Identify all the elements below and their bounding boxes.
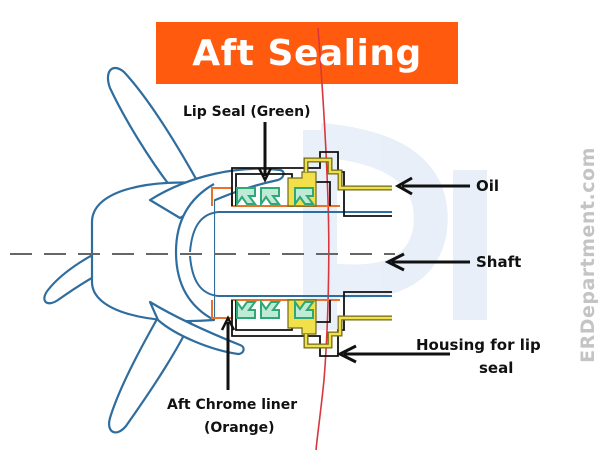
propeller-blade-right-bottom xyxy=(148,300,245,356)
seal-housing xyxy=(231,151,392,357)
page-title: Aft Sealing xyxy=(192,32,422,74)
arrow-shaft-head xyxy=(384,252,405,272)
label-oil: Oil xyxy=(476,177,500,195)
pointer-arrows xyxy=(220,122,470,390)
arrow-liner-head xyxy=(220,315,236,331)
lip-seals xyxy=(236,187,315,319)
seal-housing-top xyxy=(231,151,392,217)
arrow-housing-head xyxy=(336,344,357,364)
propeller-blade-top xyxy=(106,66,202,188)
background-logo xyxy=(303,123,487,330)
lip-seal-bottom-2 xyxy=(260,298,281,319)
label-housing-line1: Housing for lip xyxy=(416,336,541,354)
arrow-lip-seal-head xyxy=(257,167,273,183)
propeller-blade-bottom xyxy=(108,303,200,434)
lip-seal-top-1 xyxy=(236,187,257,208)
lip-seal-bottom-1 xyxy=(236,298,257,319)
title-background xyxy=(156,22,458,84)
propeller xyxy=(43,66,285,434)
lip-seal-bottom-3 xyxy=(294,298,315,319)
label-liner-line1: Aft Chrome liner xyxy=(167,397,298,413)
shaft-upper-surface xyxy=(189,211,219,253)
arrow-oil-head xyxy=(394,176,413,196)
label-housing-line2: seal xyxy=(479,359,514,377)
hull-plate xyxy=(315,27,330,451)
lip-seal-top-2 xyxy=(260,187,281,208)
label-liner-line2: (Orange) xyxy=(204,420,275,436)
lip-seal-top-3 xyxy=(294,187,315,208)
shaft-lower-surface xyxy=(189,255,219,297)
oil-line-bottom-core xyxy=(304,316,392,348)
shaft xyxy=(10,211,395,297)
seal-housing-bottom xyxy=(231,291,392,357)
label-shaft: Shaft xyxy=(476,253,522,271)
oil-line-top-core xyxy=(304,158,392,190)
watermark: ERDepartment.com xyxy=(577,147,599,363)
label-lip-seal: Lip Seal (Green) xyxy=(183,104,311,120)
